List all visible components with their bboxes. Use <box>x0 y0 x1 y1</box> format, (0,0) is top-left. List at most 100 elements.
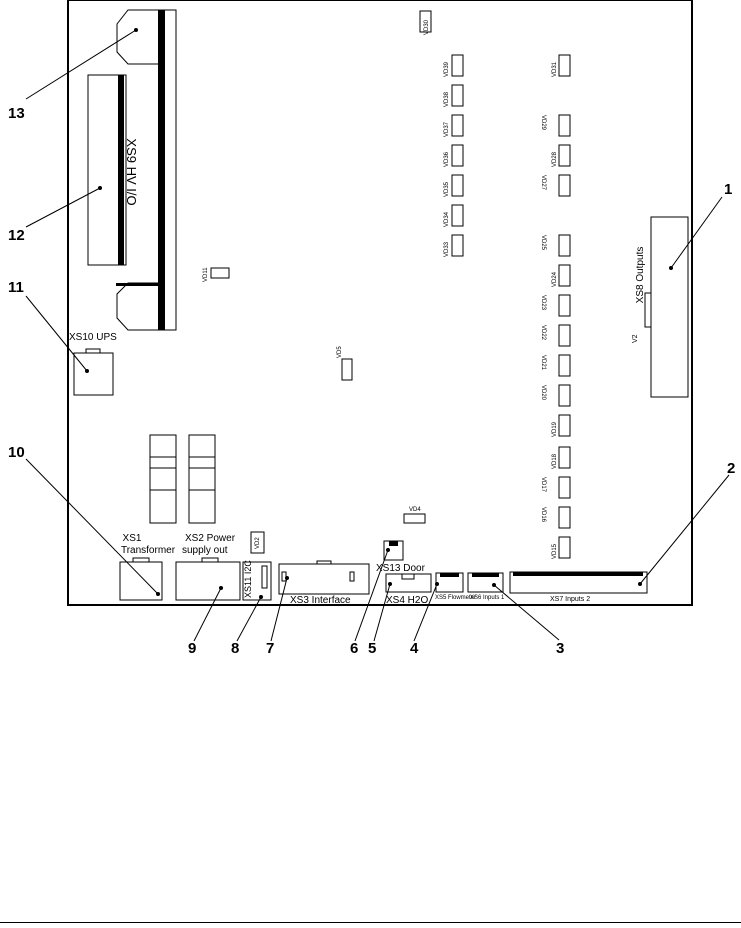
callout-5: 5 <box>368 640 376 657</box>
led-label: VD24 <box>552 271 558 287</box>
page-bottom-rule <box>0 922 741 923</box>
led-vd35: VD35 <box>444 174 464 197</box>
xs2-label-line1: XS2 Power <box>185 533 236 544</box>
led-vd33: VD33 <box>444 234 464 257</box>
led-box <box>558 264 571 287</box>
callout-6: 6 <box>350 640 358 657</box>
led-vd16: VD16 <box>540 506 571 529</box>
led-box <box>451 84 464 107</box>
led-box <box>451 234 464 257</box>
led-vd19: VD19 <box>552 414 571 437</box>
xs7-label: XS7 Inputs 2 <box>550 596 590 603</box>
led-box <box>558 384 571 407</box>
led-label: VD31 <box>552 61 558 77</box>
xs2-connector: XS2 Power supply out <box>175 533 241 601</box>
led-vd39: VD39 <box>444 54 464 77</box>
xs11-connector: XS11 I2C <box>242 560 272 601</box>
led-vd28: VD28 <box>552 144 571 167</box>
callout-1: 1 <box>724 181 732 198</box>
xs8-label: XS8 Outputs <box>635 247 646 304</box>
led-box <box>558 174 571 197</box>
vd2-label: VD2 <box>255 537 261 549</box>
led-label: VD20 <box>540 385 546 401</box>
led-vd37: VD37 <box>444 114 464 137</box>
led-label: VD39 <box>444 61 450 77</box>
xs4-connector: XS4 H2O <box>385 573 432 606</box>
xs8-connector: XS8 Outputs V2 <box>632 216 689 398</box>
led-vd29: VD29 <box>540 114 571 137</box>
led-vd23: VD23 <box>540 294 571 317</box>
xs1-label-line1: XS1 <box>123 533 142 544</box>
led-vd25: VD25 <box>540 234 571 257</box>
led-label: VD34 <box>444 211 450 227</box>
led-label: VD15 <box>552 543 558 559</box>
led-label: VD23 <box>540 295 546 311</box>
led-vd21: VD21 <box>540 354 571 377</box>
xs11-label: XS11 I2C <box>243 560 253 598</box>
led-label: VD37 <box>444 121 450 137</box>
led-box <box>558 354 571 377</box>
led-vd27: VD27 <box>540 174 571 197</box>
led-label: VD16 <box>540 507 546 523</box>
led-label: VD28 <box>552 151 558 167</box>
callout-10: 10 <box>8 444 25 461</box>
led-box <box>558 324 571 347</box>
vd11-led: VD11 <box>203 267 230 282</box>
callout-numbers: 1 2 3 4 5 6 7 8 9 10 11 12 13 <box>8 105 735 657</box>
callout-2: 2 <box>727 460 735 477</box>
led-box <box>558 414 571 437</box>
callout-4: 4 <box>410 640 419 657</box>
vd2-led: VD2 <box>250 531 265 554</box>
led-label: VD18 <box>552 453 558 469</box>
xs4-label: XS4 H2O <box>386 595 428 606</box>
vd4-led: VD4 <box>403 507 426 524</box>
led-label: VD17 <box>540 477 546 493</box>
xs6-connector: XS6 Inputs 1 <box>467 572 505 601</box>
led-box <box>558 506 571 529</box>
led-column-right: VD31VD29VD28VD27VD25VD24VD23VD22VD21VD20… <box>540 54 571 559</box>
callout-11: 11 <box>8 279 24 296</box>
callout-3: 3 <box>556 640 564 657</box>
xs9-label: XS9 HV I/O <box>124 138 139 205</box>
led-label: VD35 <box>444 181 450 197</box>
led-box <box>558 54 571 77</box>
v2-label: V2 <box>632 334 639 343</box>
vd5-led: VD5 <box>337 346 353 381</box>
xs13-connector: XS13 Door <box>376 540 426 574</box>
led-label: VD36 <box>444 151 450 167</box>
vd30-led: VD30 <box>419 10 432 35</box>
led-label: VD33 <box>444 241 450 257</box>
xs10-connector: XS10 UPS <box>69 332 117 396</box>
led-box <box>558 536 571 559</box>
callout-leaders <box>25 28 730 642</box>
led-label: VD27 <box>540 175 546 191</box>
led-label: VD19 <box>552 421 558 437</box>
led-vd22: VD22 <box>540 324 571 347</box>
xs1-label-line2: Transformer <box>121 545 176 556</box>
callout-13: 13 <box>8 105 25 122</box>
xs3-label: XS3 Interface <box>290 595 351 606</box>
led-vd15: VD15 <box>552 536 571 559</box>
led-box <box>558 144 571 167</box>
xs1-connector: XS1 Transformer <box>119 533 176 601</box>
relay-block-right <box>188 434 216 524</box>
xs9-connector: XS9 HV I/O <box>87 9 177 331</box>
led-box <box>558 234 571 257</box>
callout-7: 7 <box>266 640 274 657</box>
led-box <box>451 174 464 197</box>
xs5-connector: XS5 Flowmeter <box>435 572 476 601</box>
led-box <box>558 476 571 499</box>
xs5-label: XS5 Flowmeter <box>435 595 476 601</box>
led-box <box>451 144 464 167</box>
led-box <box>451 54 464 77</box>
led-label: VD25 <box>540 235 546 251</box>
led-label: VD38 <box>444 91 450 107</box>
led-box <box>451 114 464 137</box>
callout-8: 8 <box>231 640 239 657</box>
xs2-label-line2: supply out <box>182 545 228 556</box>
vd30-label: VD30 <box>424 19 430 35</box>
vd11-label: VD11 <box>203 267 209 282</box>
xs3-connector: XS3 Interface <box>278 560 370 606</box>
led-vd24: VD24 <box>552 264 571 287</box>
